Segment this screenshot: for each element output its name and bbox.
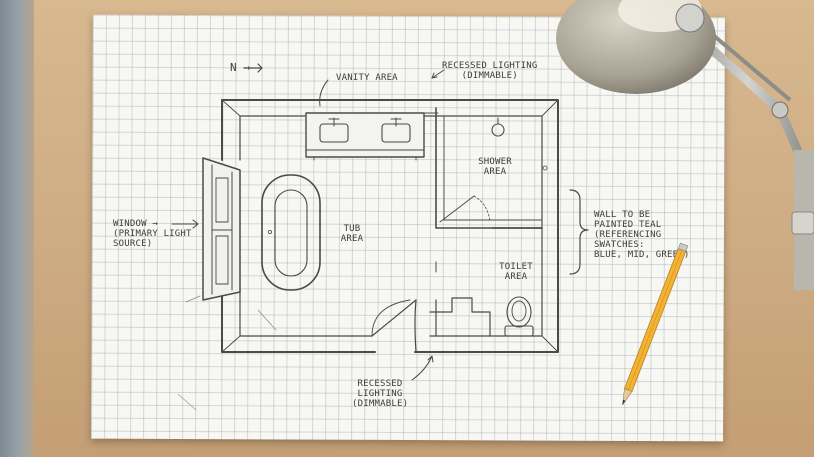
label-line: TOILET <box>499 262 533 272</box>
label-line: (REFERENCING <box>594 230 662 240</box>
label-line: PAINTED TEAL <box>594 220 662 230</box>
label-line: (PRIMARY LIGHT <box>113 229 192 239</box>
leader-vanity <box>319 79 329 107</box>
sink-icon <box>319 117 349 143</box>
window-icon <box>202 157 241 301</box>
label-line: LIGHTING <box>357 389 403 399</box>
label-line: TUB <box>343 224 361 234</box>
label-line: RECESSED <box>357 379 403 389</box>
toilet-icon <box>504 296 534 337</box>
bracket-wall <box>569 189 589 275</box>
shower-door <box>439 195 475 223</box>
north-indicator: N → <box>230 61 251 74</box>
leader-recessed-top <box>431 69 445 79</box>
label-toilet-area: TOILET AREA <box>498 262 534 282</box>
label-line: WINDOW → <box>113 219 158 229</box>
label-line: AREA <box>483 167 507 177</box>
label-line: WALL TO BE <box>594 210 651 220</box>
desk-edge <box>0 0 34 457</box>
label-line: (DIMMABLE) <box>352 399 409 409</box>
sink-icon <box>381 117 411 143</box>
arrow-north <box>243 63 263 73</box>
label-line: RECESSED LIGHTING <box>442 61 538 71</box>
label-shower-area: SHOWER AREA <box>476 157 514 177</box>
label-line: SOURCE) <box>113 239 153 249</box>
label-line: AREA <box>504 272 528 282</box>
label-line: SWATCHES: <box>594 240 645 250</box>
label-recessed-lighting-top: RECESSED LIGHTING (DIMMABLE) <box>442 61 538 81</box>
leader-window <box>171 219 199 229</box>
leader-recessed-bottom <box>411 355 433 381</box>
label-line: SHOWER <box>478 157 512 167</box>
shower-head-icon <box>491 117 505 137</box>
label-tub-area: TUB AREA <box>337 224 367 244</box>
label-vanity-area: VANITY AREA <box>336 73 398 83</box>
label-line: (DIMMABLE) <box>461 71 518 81</box>
label-line: AREA <box>340 234 364 244</box>
label-window: WINDOW → (PRIMARY LIGHT SOURCE) <box>113 219 192 249</box>
label-wall-note: WALL TO BE PAINTED TEAL (REFERENCING SWA… <box>594 210 690 260</box>
label-line: BLUE, MID, GREEN) <box>594 250 690 260</box>
door-swing-icon <box>371 299 417 353</box>
bathtub-icon <box>261 174 321 291</box>
label-recessed-lighting-bottom: RECESSED LIGHTING (DIMMABLE) <box>352 379 408 409</box>
